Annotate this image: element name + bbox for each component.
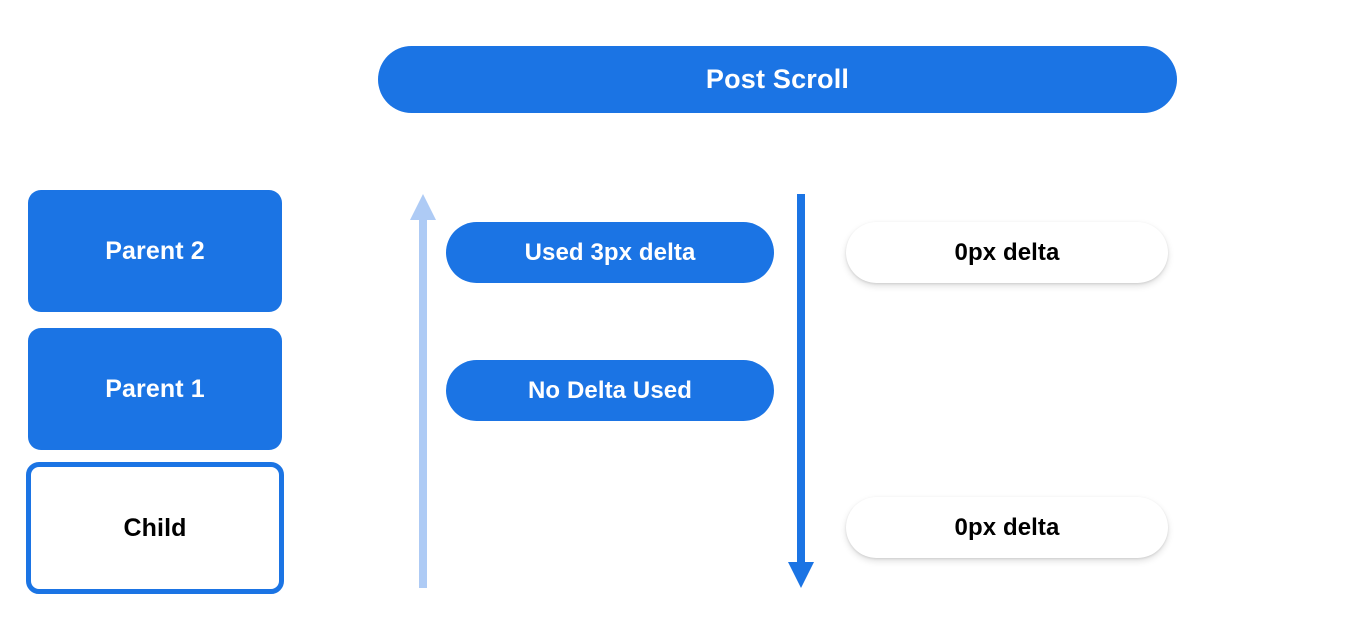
scroll-chain-box-child: Child — [26, 462, 284, 594]
consumed-delta-pill-used: Used 3px delta — [446, 222, 774, 283]
scroll-chain-box-parent-1: Parent 1 — [28, 328, 282, 450]
arrow-up-icon — [410, 194, 436, 588]
scroll-chain-box-label: Parent 1 — [105, 374, 205, 403]
page-title: Post Scroll — [705, 64, 850, 94]
diagram-title-banner: Post Scroll — [378, 46, 1177, 113]
consumed-delta-label: No Delta Used — [527, 376, 692, 404]
remaining-delta-pill-bottom: 0px delta — [846, 497, 1168, 558]
scroll-chain-box-label: Child — [123, 513, 187, 542]
remaining-delta-pill-top: 0px delta — [846, 222, 1168, 283]
scroll-chain-box-parent-2: Parent 2 — [28, 190, 282, 312]
remaining-delta-label: 0px delta — [954, 513, 1060, 541]
remaining-delta-label: 0px delta — [954, 238, 1060, 266]
scroll-chain-box-label: Parent 2 — [105, 236, 205, 265]
consumed-delta-label: Used 3px delta — [524, 238, 696, 266]
arrow-down-icon — [788, 194, 814, 588]
consumed-delta-pill-none: No Delta Used — [446, 360, 774, 421]
